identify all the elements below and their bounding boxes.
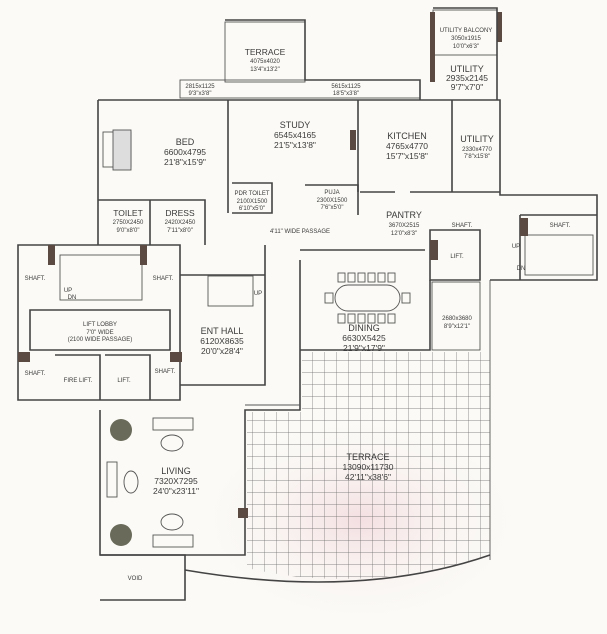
dress-ft: 7'11"x8'0"	[167, 228, 193, 234]
ent-hall-ft: 20'0"x28'4"	[201, 346, 243, 356]
terrace-top-name: TERRACE	[245, 47, 286, 57]
terrace-main	[247, 352, 490, 579]
utility-top-name: UTILITY	[450, 64, 484, 74]
terrace-small	[431, 281, 481, 351]
stairs-ent	[207, 275, 254, 307]
lift-label: LIFT.	[117, 378, 131, 384]
utility-balcony-mm: 3050x1915	[451, 36, 481, 42]
terrace-small-mm: 2680x3680	[442, 316, 472, 322]
fire-lift-label: FIRE LIFT.	[64, 378, 93, 384]
utility-balcony-name: UTILITY BALCONY	[440, 28, 493, 34]
utility-name: UTILITY	[460, 134, 494, 144]
study-mm: 6545x4165	[274, 130, 316, 140]
living-name: LIVING	[161, 466, 191, 476]
utility-top-ft: 9'7"x7'0"	[451, 82, 483, 92]
stairs-left	[59, 254, 143, 301]
passage-label: 4'11" WIDE PASSAGE	[270, 229, 330, 235]
utility-ft: 7'8"x15'8"	[464, 154, 490, 160]
toilet-name: TOILET	[113, 208, 143, 218]
stair-up-label: UP	[64, 288, 72, 294]
dining-name: DINING	[348, 323, 380, 333]
terrace-top-mm: 4075x4020	[250, 59, 280, 65]
utility-mm: 2330x4770	[462, 147, 492, 153]
bed-mm: 6600x4795	[164, 147, 206, 157]
bed-name: BED	[176, 137, 195, 147]
terrace-main-mm: 13090x11730	[343, 462, 394, 472]
plant-icon	[110, 419, 132, 546]
room-labels: TERRACE 4075x4020 13'4"x13'2" 2815x1125 …	[25, 28, 571, 582]
strip-right-mm: 5615x1125	[331, 84, 361, 90]
terrace-main-ft: 42'11"x38'6"	[345, 472, 391, 482]
shaft-label: SHAFT.	[452, 223, 473, 229]
pantry-ft: 12'0"x8'3"	[391, 231, 417, 237]
shaft-label: SHAFT.	[25, 276, 46, 282]
utility-top-mm: 2935x2145	[446, 73, 488, 83]
lift-lobby-note: (2100 WIDE PASSAGE)	[68, 337, 133, 343]
pwdr-toilet-name: PDR TOILET	[234, 191, 269, 197]
shaft-label: SHAFT.	[550, 223, 571, 229]
dining-table-icon	[324, 272, 411, 324]
shaft-label: SHAFT.	[155, 369, 176, 375]
utility-balcony	[430, 7, 502, 100]
study-ft: 21'5"x13'8"	[274, 140, 316, 150]
stair-dn-label: DN	[68, 295, 77, 301]
strip-left-mm: 2815x1125	[185, 84, 215, 90]
puja-name: PUJA	[324, 190, 339, 196]
ent-hall-name: ENT HALL	[201, 326, 244, 336]
toilet-mm: 2750X2450	[113, 220, 144, 226]
kitchen-name: KITCHEN	[387, 131, 427, 141]
kitchen-ft: 15'7"x15'8"	[386, 151, 428, 161]
lift-lobby-width: 7'0" WIDE	[86, 330, 113, 336]
terrace-small-ft: 8'9"x12'1"	[444, 324, 470, 330]
stair-up-label: UP	[512, 244, 520, 250]
columns	[18, 130, 528, 518]
lift-label: LIFT.	[450, 254, 464, 260]
utility-balcony-ft: 10'0"x6'3"	[453, 44, 479, 50]
terrace-top	[179, 19, 421, 100]
puja-mm: 2300X1500	[317, 198, 348, 204]
lift-lobby-name: LIFT LOBBY	[83, 322, 117, 328]
stair-dn-label: DN	[517, 266, 526, 272]
walls	[17, 99, 598, 601]
dress-name: DRESS	[165, 208, 195, 218]
bed-icon	[102, 129, 132, 171]
dress-mm: 2420X2450	[165, 220, 196, 226]
stair-up-label: UP	[254, 291, 262, 297]
shaft-label: SHAFT.	[25, 371, 46, 377]
living-mm: 7320X7295	[154, 476, 198, 486]
void-label: VOID	[128, 576, 143, 582]
puja-ft: 7'6"x5'0"	[321, 205, 344, 211]
terrace-main-name: TERRACE	[346, 452, 389, 462]
study-name: STUDY	[280, 120, 311, 130]
sofa-set-icon	[106, 417, 194, 548]
living-ft: 24'0"x23'11"	[153, 486, 199, 496]
shaft-label: SHAFT.	[153, 276, 174, 282]
kitchen-mm: 4765x4770	[386, 141, 428, 151]
stairs-right	[524, 234, 594, 276]
pantry-name: PANTRY	[386, 210, 422, 220]
strip-left-ft: 9'3"x3'8"	[189, 91, 212, 97]
strip-right-ft: 18'5"x3'8"	[333, 91, 359, 97]
terrace-top-ft: 13'4"x13'2"	[250, 67, 280, 73]
dining-mm: 6630X5425	[342, 333, 386, 343]
ent-hall-mm: 6120X8635	[200, 336, 244, 346]
pwdr-toilet-mm: 2100X1500	[237, 199, 268, 205]
pwdr-toilet-ft: 6'10"x5'0"	[239, 206, 265, 212]
bed-ft: 21'8"x15'9"	[164, 157, 206, 167]
dining-ft: 21'9"x17'9"	[343, 343, 385, 353]
toilet-ft: 9'0"x8'0"	[117, 228, 140, 234]
pantry-mm: 3670X2515	[389, 223, 420, 229]
